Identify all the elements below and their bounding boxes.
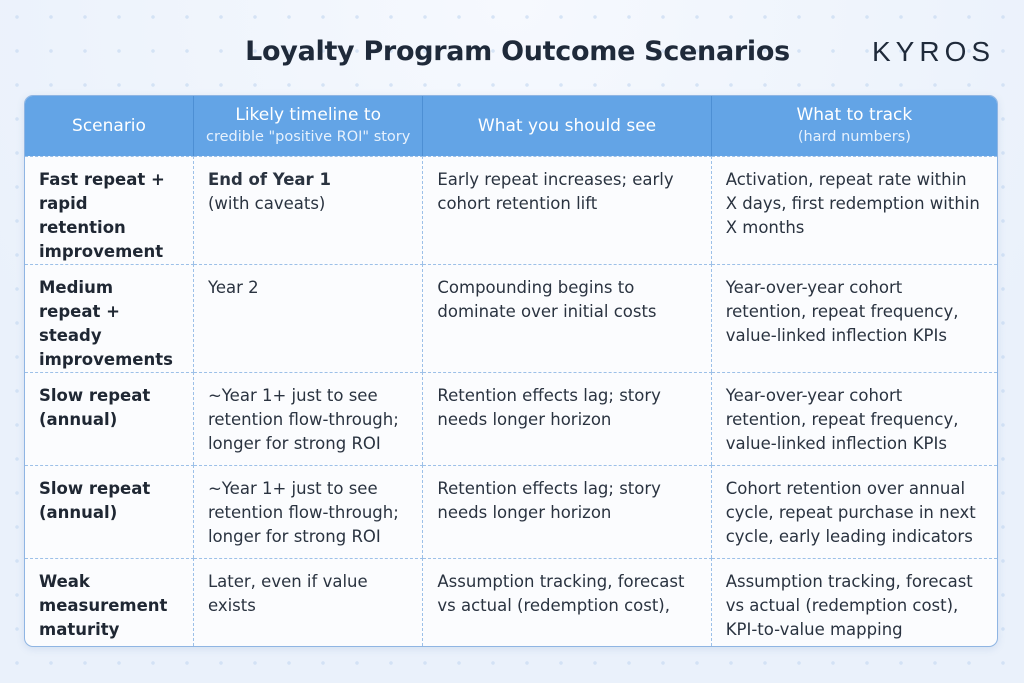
timeline-cell: ~Year 1+ just to see retention flow-thro…	[193, 465, 424, 558]
scenario-cell: Slow repeat (annual)	[25, 372, 194, 465]
what-to-see-cell-text: Early repeat increases; early cohort ret…	[437, 170, 674, 213]
what-to-see-cell-text: Assumption tracking, forecast vs actual …	[437, 572, 685, 615]
scenarios-table: Scenario Likely timeline to credible "pos…	[24, 95, 998, 647]
header-what-to-track: What to track (hard numbers)	[711, 96, 997, 156]
timeline-cell-text: ~Year 1+ just to see retention flow-thro…	[207, 386, 399, 453]
page-title: Loyalty Program Outcome Scenarios	[245, 36, 790, 67]
table-row: Medium repeat + steady improvements Year …	[25, 264, 997, 372]
timeline-note: (with caveats)	[207, 194, 326, 213]
what-to-track-cell: Year-over-year cohort retention, repeat …	[711, 264, 997, 372]
header-label: Scenario	[72, 116, 146, 136]
scenario-cell: Slow repeat (annual)	[25, 465, 194, 558]
header-label: What to track	[796, 105, 913, 125]
scenario-cell-text: Weak measurement maturity	[39, 572, 168, 639]
what-to-track-cell: Year-over-year cohort retention, repeat …	[711, 372, 997, 465]
header-timeline: Likely timeline to credible "positive ROI…	[193, 96, 424, 156]
timeline-cell: Year 2	[193, 264, 424, 372]
what-to-see-cell: Early repeat increases; early cohort ret…	[423, 156, 712, 264]
scenario-cell-text: Slow repeat (annual)	[39, 479, 151, 522]
scenario-cell: Weak measurement maturity	[25, 558, 194, 646]
what-to-see-cell: Compounding begins to dominate over init…	[423, 264, 712, 372]
what-to-track-cell-text: Cohort retention over annual cycle, repe…	[725, 479, 976, 546]
what-to-track-cell: Activation, repeat rate within X days, f…	[711, 156, 997, 264]
kyros-logo: KYROS	[872, 36, 996, 67]
table-row: Slow repeat (annual) ~Year 1+ just to see…	[25, 372, 997, 465]
timeline-cell-text: ~Year 1+ just to see retention flow-thro…	[207, 479, 399, 546]
header-sublabel: (hard numbers)	[797, 129, 911, 145]
table-row: Fast repeat + rapid retention improvemen…	[25, 156, 997, 264]
timeline-cell-text: Year 2	[207, 278, 259, 297]
timeline-cell: End of Year 1 (with caveats)	[193, 156, 424, 264]
what-to-track-cell: Assumption tracking, forecast vs actual …	[711, 558, 997, 646]
what-to-track-cell-text: Year-over-year cohort retention, repeat …	[725, 278, 959, 345]
scenario-cell: Fast repeat + rapid retention improvemen…	[25, 156, 194, 264]
timeline-cell: ~Year 1+ just to see retention flow-thro…	[193, 372, 424, 465]
timeline-cell-text: End of Year 1	[207, 170, 331, 189]
scenario-cell-text: Fast repeat + rapid retention improvemen…	[39, 170, 165, 261]
what-to-track-cell-text: Activation, repeat rate within X days, f…	[725, 170, 980, 237]
header-label: Likely timeline to	[235, 105, 381, 125]
scenario-cell-text: Slow repeat (annual)	[39, 386, 151, 429]
table-row: Slow repeat (annual) ~Year 1+ just to see…	[25, 465, 997, 558]
what-to-track-cell-text: Assumption tracking, forecast vs actual …	[725, 572, 973, 639]
table-header-row: Scenario Likely timeline to credible "pos…	[25, 96, 997, 156]
what-to-track-cell-text: Year-over-year cohort retention, repeat …	[725, 386, 959, 453]
what-to-see-cell-text: Retention effects lag; story needs longe…	[437, 479, 661, 522]
header-sublabel: credible "positive ROI" story	[205, 129, 411, 145]
table-row: Weak measurement maturity Later, even if …	[25, 558, 997, 646]
what-to-see-cell: Retention effects lag; story needs longe…	[423, 372, 712, 465]
timeline-cell: Later, even if value exists	[193, 558, 424, 646]
what-to-track-cell: Cohort retention over annual cycle, repe…	[711, 465, 997, 558]
timeline-cell-text: Later, even if value exists	[207, 572, 368, 615]
scenario-cell-text: Medium repeat + steady improvements	[39, 278, 173, 369]
header-what-to-see: What you should see	[423, 96, 712, 156]
what-to-see-cell-text: Retention effects lag; story needs longe…	[437, 386, 661, 429]
scenario-cell: Medium repeat + steady improvements	[25, 264, 194, 372]
what-to-see-cell-text: Compounding begins to dominate over init…	[437, 278, 657, 321]
what-to-see-cell: Assumption tracking, forecast vs actual …	[423, 558, 712, 646]
header-scenario: Scenario	[25, 96, 194, 156]
header-label: What you should see	[477, 116, 657, 136]
what-to-see-cell: Retention effects lag; story needs longe…	[423, 465, 712, 558]
